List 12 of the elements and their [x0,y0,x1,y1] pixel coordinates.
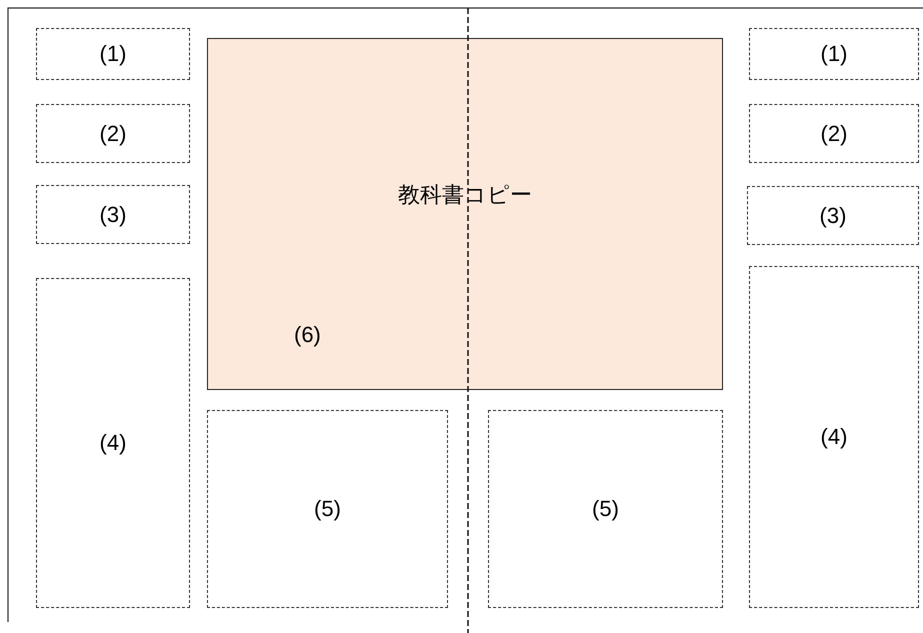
numbered-box: (2) [749,104,919,163]
textbook-copy-area [207,38,723,390]
numbered-box: (1) [36,28,190,80]
numbered-box: (3) [36,185,190,244]
numbered-box: (3) [747,186,919,245]
numbered-box: (5) [207,410,448,608]
numbered-box: (4) [749,266,919,608]
area-number: (6) [294,322,321,348]
numbered-box: (4) [36,278,190,608]
numbered-box: (1) [749,28,919,80]
numbered-box: (2) [36,104,190,163]
numbered-box: (5) [488,410,723,608]
